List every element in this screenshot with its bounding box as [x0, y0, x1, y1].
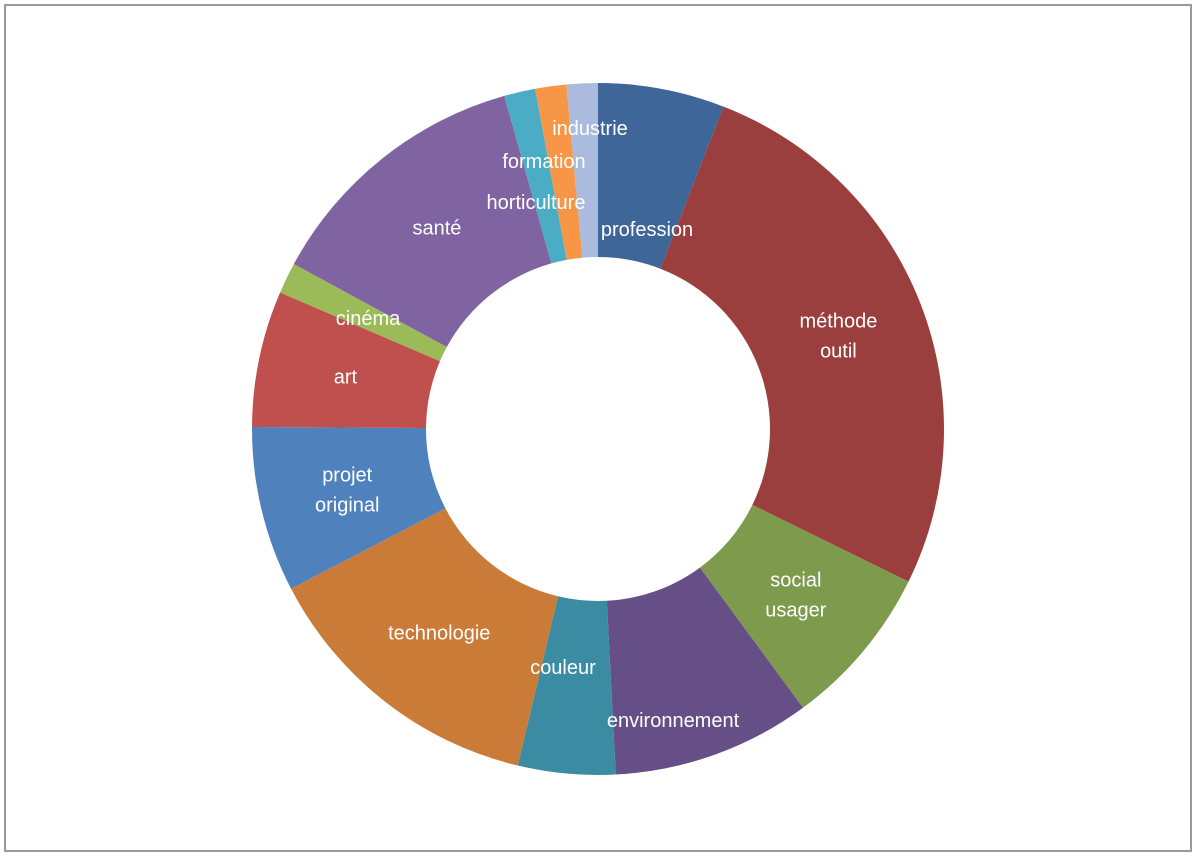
- slice-methode-outil: [660, 106, 944, 582]
- slice-formation: [535, 84, 583, 260]
- slice-label-industrie: industrie: [552, 118, 628, 140]
- slice-label-art: art: [334, 366, 358, 388]
- slices-layer: [252, 83, 944, 775]
- slice-cinema: [280, 264, 447, 362]
- slice-label-couleur: couleur: [530, 657, 596, 679]
- slice-label-horticulture: horticulture: [487, 192, 586, 214]
- slice-sante: [293, 95, 552, 348]
- slice-projet-original: [252, 427, 446, 589]
- slice-label-technologie: technologie: [388, 622, 490, 644]
- slice-social-usager: [699, 504, 909, 708]
- slice-profession: [598, 83, 724, 269]
- slice-label-formation: formation: [502, 151, 585, 173]
- slice-industrie: [566, 83, 598, 258]
- slice-label-cinema: cinéma: [336, 308, 401, 330]
- slice-label-environnement: environnement: [607, 710, 740, 732]
- slice-horticulture: [504, 88, 567, 264]
- slice-couleur: [517, 596, 616, 775]
- slice-label-sante: santé: [413, 217, 462, 239]
- slice-technologie: [291, 508, 559, 766]
- slice-art: [252, 292, 440, 429]
- slice-environnement: [606, 567, 803, 775]
- slice-label-profession: profession: [601, 219, 693, 241]
